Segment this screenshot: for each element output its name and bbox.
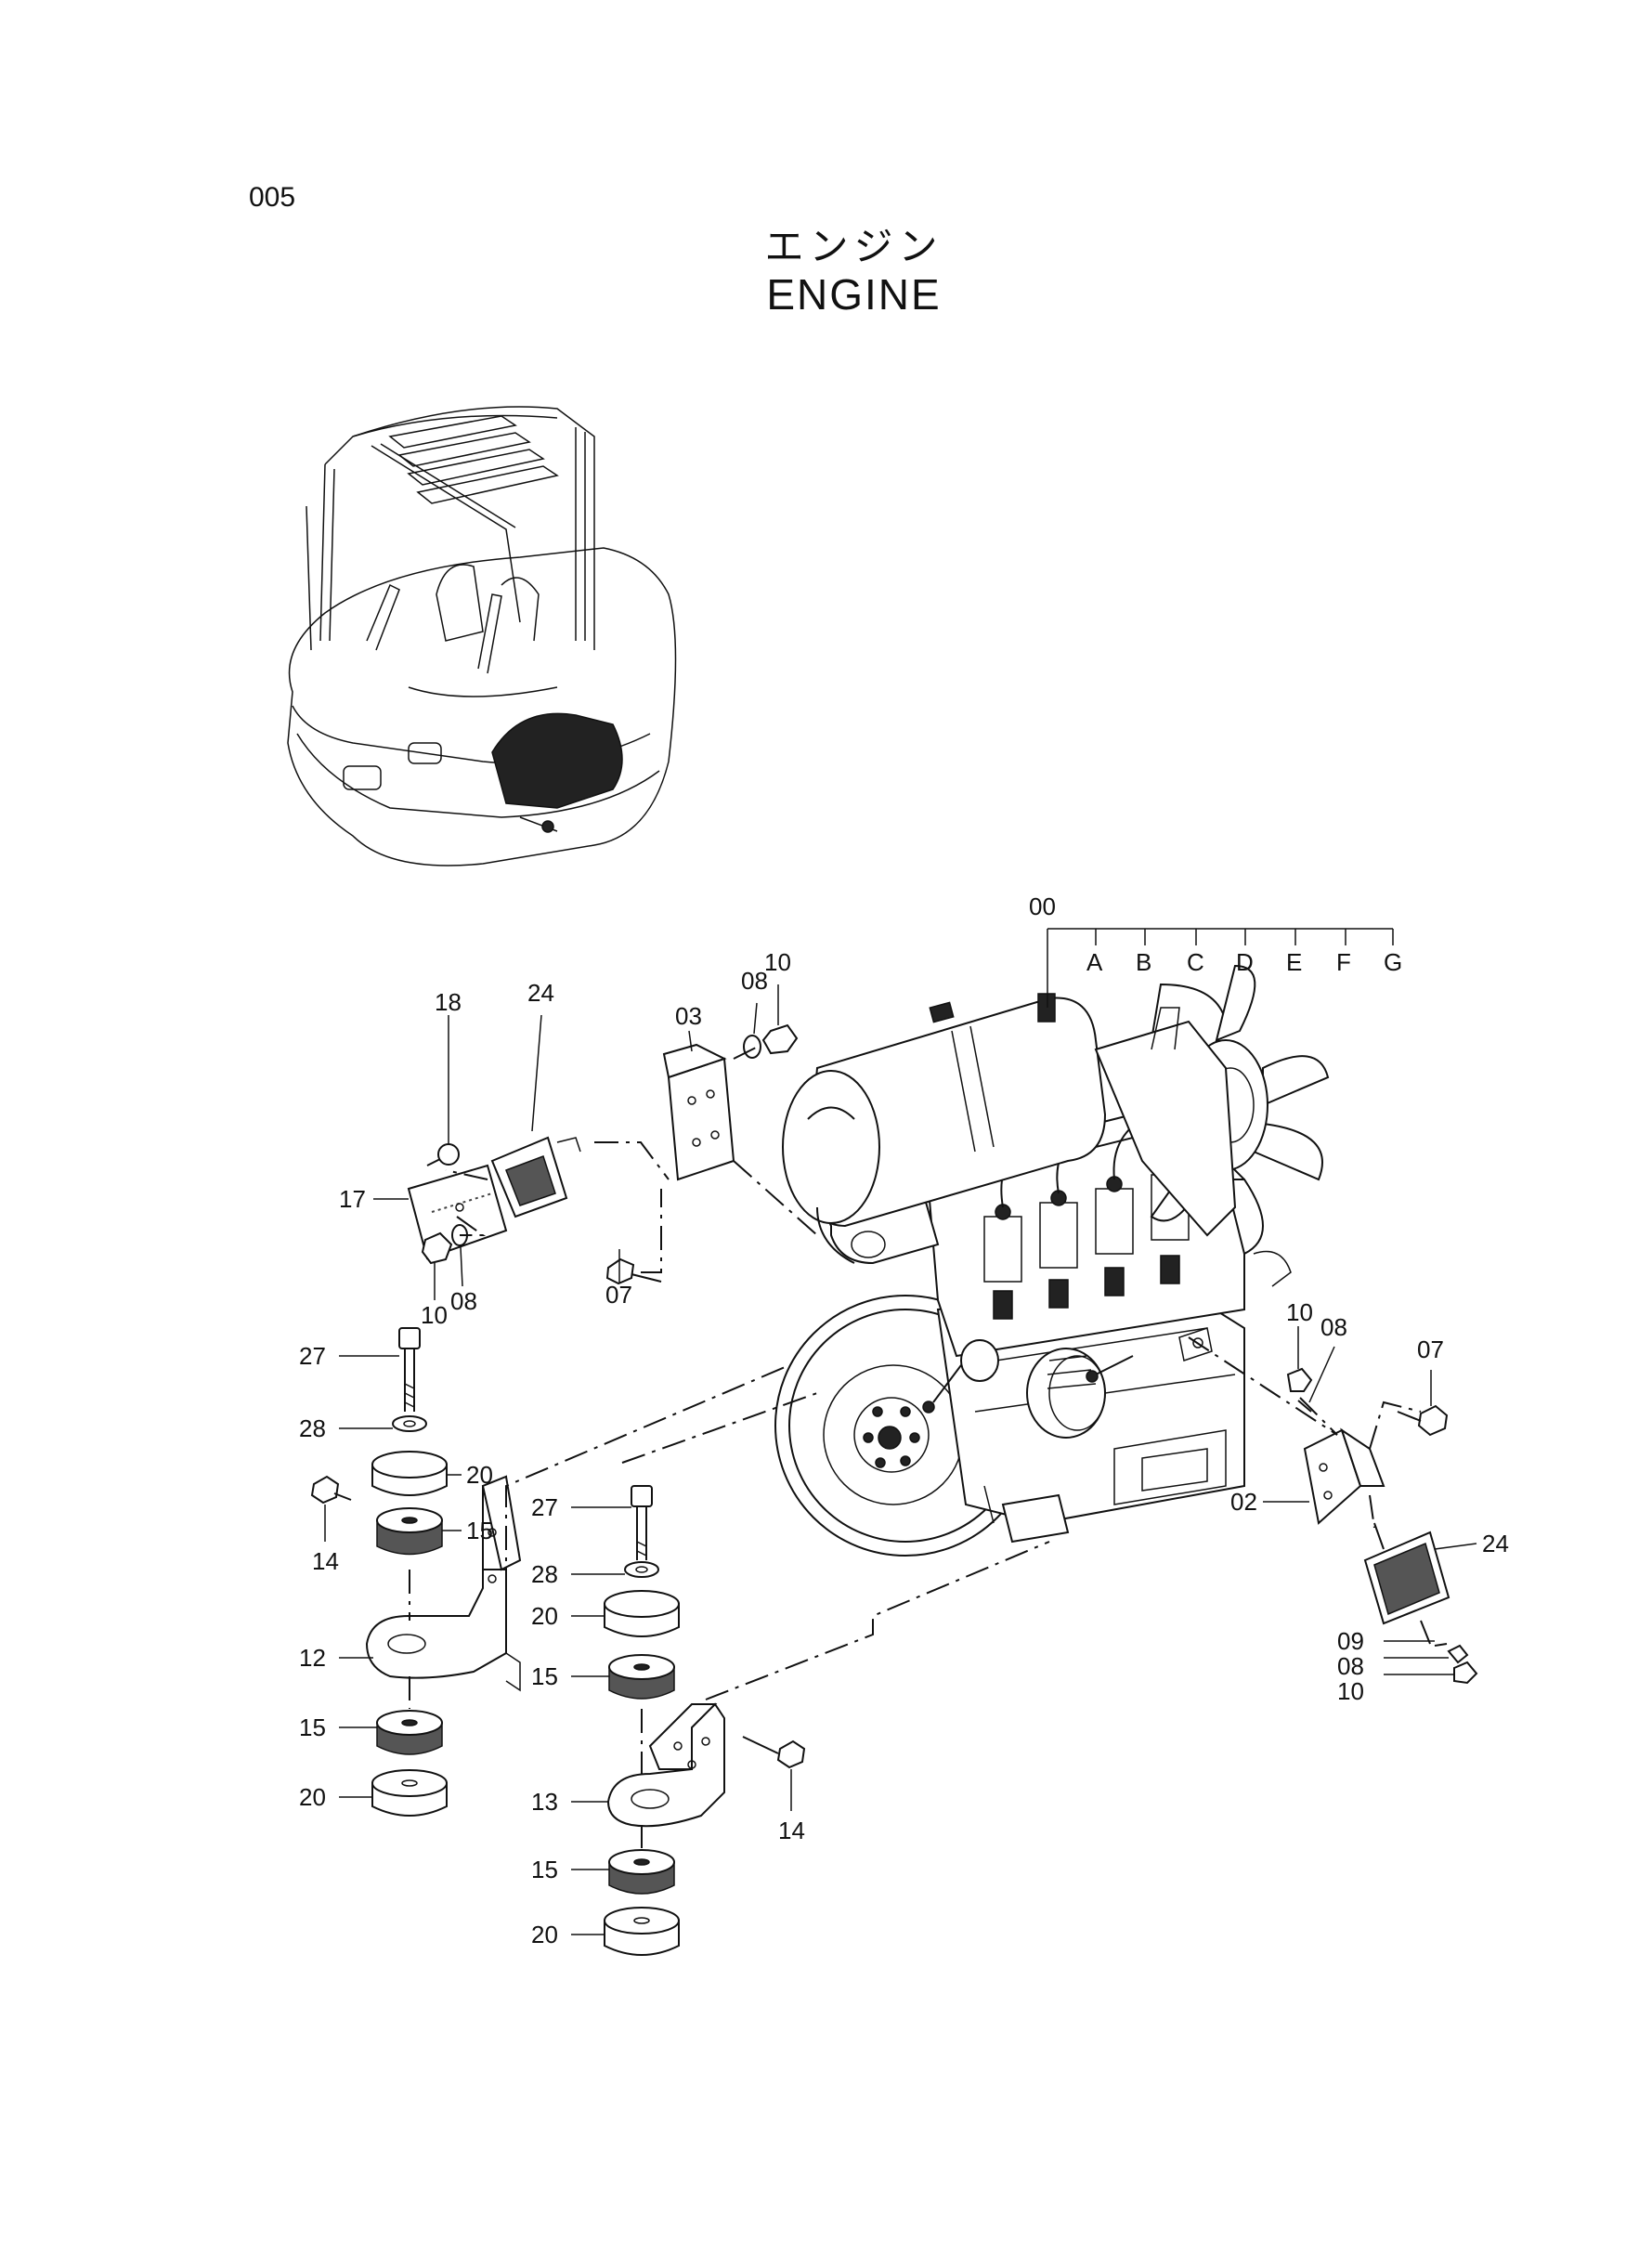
callout-15-center-upper: 15 bbox=[531, 1662, 558, 1690]
center-rear-mount-stack bbox=[604, 1392, 1050, 1956]
callout-labels: 00 A B C D E F G 18 24 03 08 10 17 10 08… bbox=[299, 892, 1509, 1948]
callout-08-left: 08 bbox=[450, 1287, 477, 1315]
callout-15-center-lower: 15 bbox=[531, 1856, 558, 1883]
callout-13: 13 bbox=[531, 1788, 558, 1816]
callout-28-left: 28 bbox=[299, 1414, 326, 1442]
title-english: ENGINE bbox=[766, 270, 942, 319]
callout-20-left-upper: 20 bbox=[466, 1461, 493, 1489]
callout-20-center-upper: 20 bbox=[531, 1602, 558, 1630]
callout-09: 09 bbox=[1337, 1627, 1364, 1655]
callout-e: E bbox=[1286, 948, 1302, 976]
engine-assembly-illustration bbox=[774, 964, 1330, 1557]
left-rear-mount-stack bbox=[310, 1327, 790, 1817]
callout-15-left-lower: 15 bbox=[299, 1713, 326, 1741]
callout-00: 00 bbox=[1029, 892, 1056, 920]
callout-10-left: 10 bbox=[421, 1301, 448, 1329]
left-front-mount-assembly bbox=[407, 1023, 818, 1285]
callout-14-center: 14 bbox=[778, 1817, 805, 1844]
page-number: 005 bbox=[249, 182, 296, 213]
callout-02: 02 bbox=[1230, 1488, 1257, 1516]
callout-17: 17 bbox=[339, 1185, 366, 1213]
callout-18: 18 bbox=[435, 988, 462, 1016]
callout-d: D bbox=[1236, 948, 1254, 976]
callout-24-upper: 24 bbox=[527, 979, 554, 1007]
callout-f: F bbox=[1336, 948, 1351, 976]
callout-10-right-top: 10 bbox=[1286, 1298, 1313, 1326]
callout-08-right-top: 08 bbox=[1320, 1313, 1347, 1341]
callout-15-left-upper: 15 bbox=[466, 1517, 493, 1544]
callout-10-right-lower: 10 bbox=[1337, 1677, 1364, 1705]
callout-10-upper: 10 bbox=[764, 948, 791, 976]
title-japanese: エンジン bbox=[764, 224, 943, 269]
callout-12: 12 bbox=[299, 1644, 326, 1672]
model-variant-bracket bbox=[1047, 928, 1394, 1008]
callout-07-left: 07 bbox=[605, 1281, 632, 1309]
callout-a: A bbox=[1086, 948, 1103, 976]
callout-b: B bbox=[1136, 948, 1151, 976]
callout-08-upper: 08 bbox=[741, 967, 768, 995]
callout-07-right: 07 bbox=[1417, 1335, 1444, 1363]
callout-14-left: 14 bbox=[312, 1547, 339, 1575]
callout-27-center: 27 bbox=[531, 1493, 558, 1521]
callout-g: G bbox=[1384, 948, 1402, 976]
right-mount-assembly bbox=[1188, 1336, 1478, 1685]
leader-lines bbox=[324, 984, 1477, 1935]
callout-28-center: 28 bbox=[531, 1560, 558, 1588]
excavator-overview-illustration bbox=[287, 406, 677, 866]
callout-08-right-lower: 08 bbox=[1337, 1652, 1364, 1680]
callout-20-center-lower: 20 bbox=[531, 1921, 558, 1948]
callout-c: C bbox=[1187, 948, 1204, 976]
callout-20-left-lower: 20 bbox=[299, 1783, 326, 1811]
callout-27-left: 27 bbox=[299, 1342, 326, 1370]
callout-24-right: 24 bbox=[1482, 1530, 1509, 1557]
callout-03: 03 bbox=[675, 1002, 702, 1030]
